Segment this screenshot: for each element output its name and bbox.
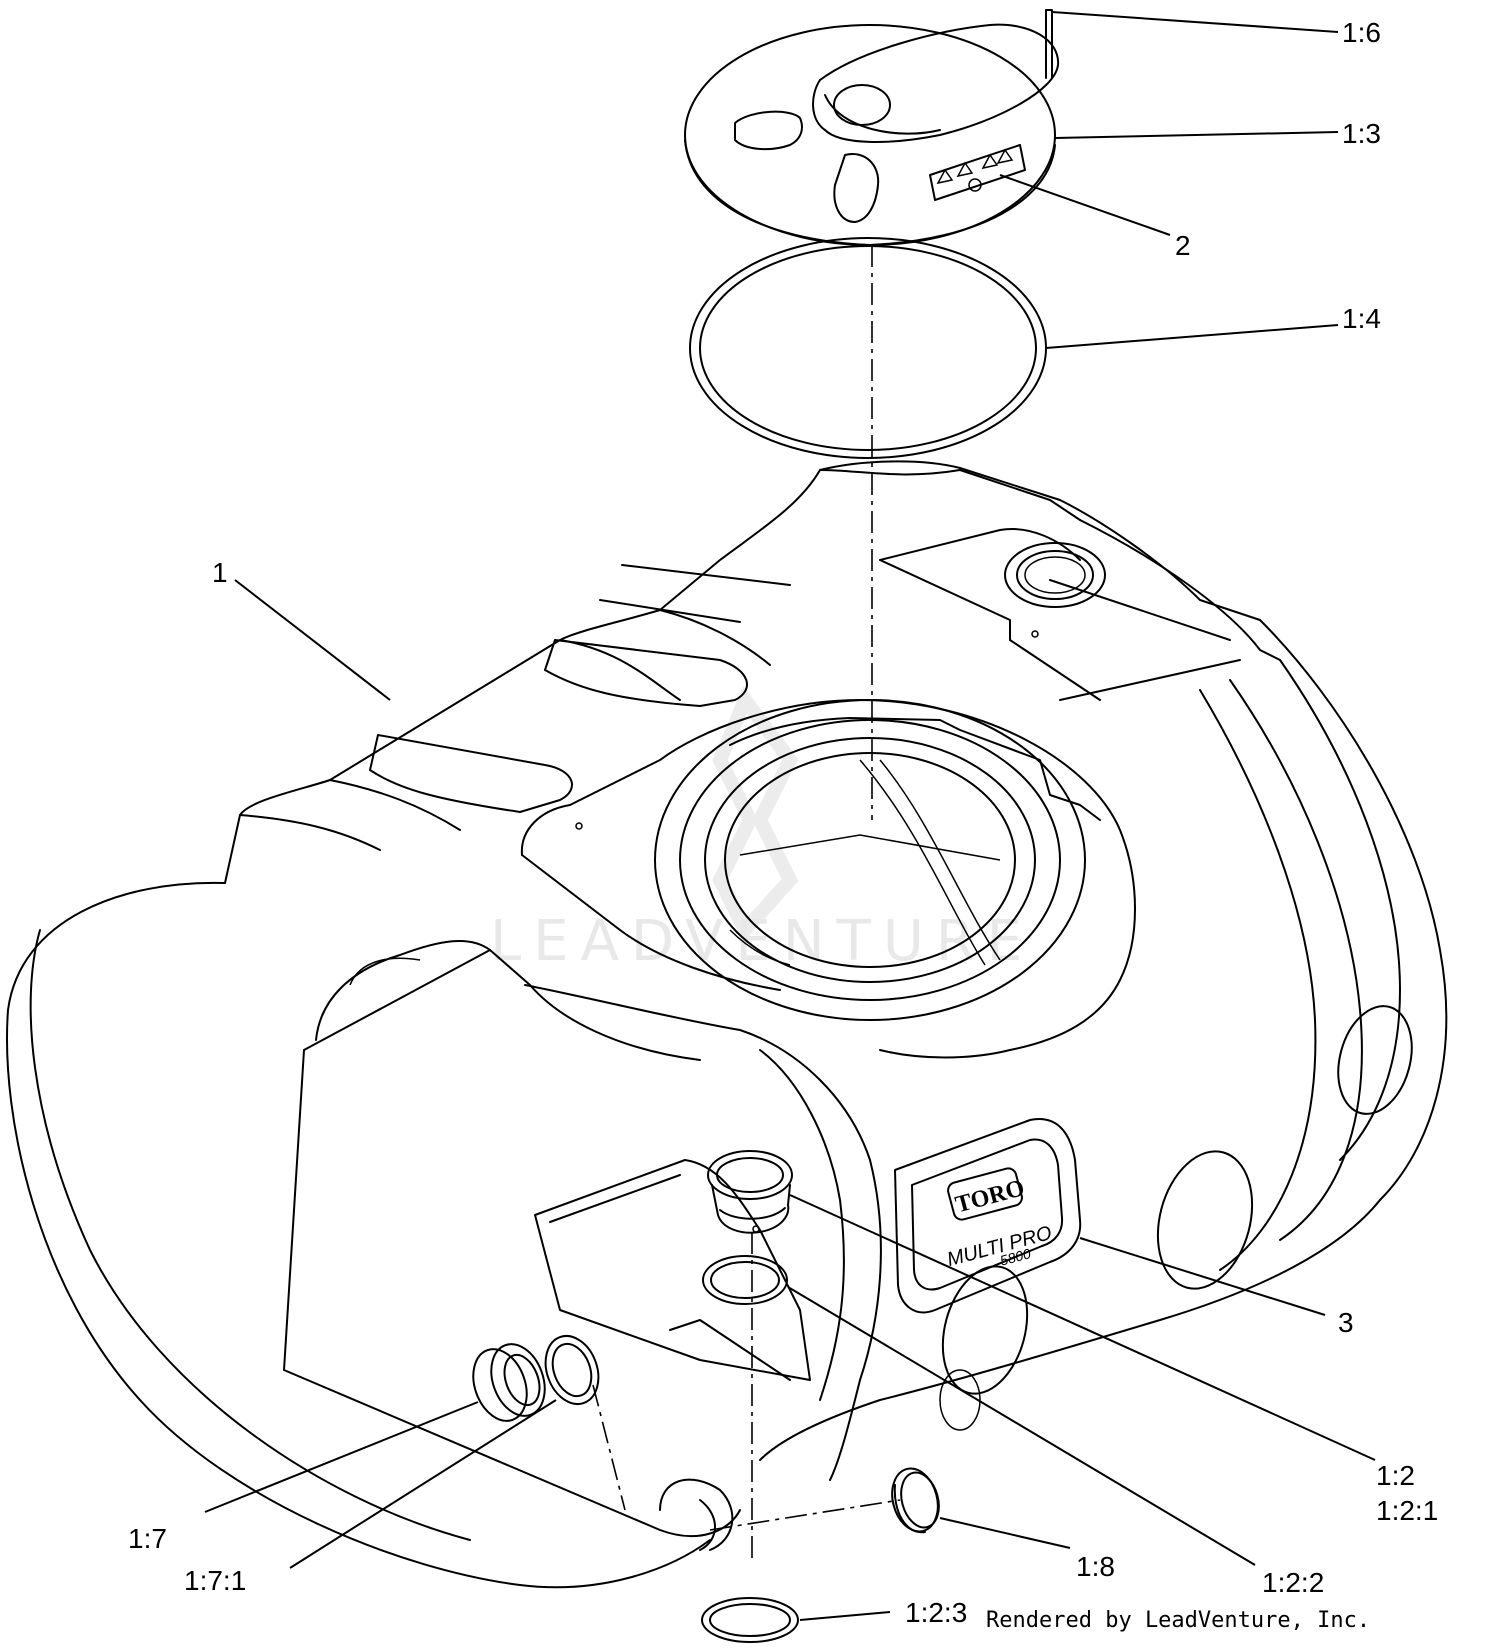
callout-1-2-2: 1:2:2 <box>1262 1567 1324 1598</box>
callout-2: 2 <box>1175 230 1191 261</box>
fitting-1-7 <box>472 1343 546 1422</box>
oring-1-2-3 <box>701 1597 799 1643</box>
gasket-ring <box>689 237 1047 459</box>
callout-1-7-1: 1:7:1 <box>184 1565 246 1596</box>
lid <box>684 23 1060 246</box>
fitting-1-8 <box>891 1467 940 1534</box>
alignment-lines <box>592 245 901 1560</box>
oring-1-2-2 <box>702 1255 788 1305</box>
watermark-text: LEADVENTURE <box>490 909 1034 974</box>
callout-1-2-1: 1:2:1 <box>1376 1495 1438 1526</box>
oring-1-7-1 <box>544 1335 600 1405</box>
callout-3: 3 <box>1338 1307 1354 1338</box>
fitting-1-2 <box>707 1150 793 1234</box>
callout-1-2: 1:2 <box>1376 1460 1415 1491</box>
model-decal: TORO MULTI PRO 5800 <box>894 1118 1082 1314</box>
callout-1: 1 <box>212 557 228 588</box>
callout-1-2-3: 1:2:3 <box>905 1597 967 1628</box>
callout-1-6: 1:6 <box>1342 17 1381 48</box>
decal-number: 5800 <box>998 1245 1032 1269</box>
callout-1-7: 1:7 <box>128 1523 167 1554</box>
rendered-by-credit: Rendered by LeadVenture, Inc. <box>986 1608 1371 1633</box>
callout-1-3: 1:3 <box>1342 118 1381 149</box>
tank-body <box>6 460 1448 1589</box>
callout-labels: 1:6 1:3 2 1:4 1 3 1:2 1:2:1 1:2:2 1:7 1:… <box>128 17 1438 1628</box>
lid-pin <box>1045 9 1053 79</box>
callout-1-4: 1:4 <box>1342 303 1381 334</box>
warning-decal <box>929 144 1026 201</box>
leader-lines <box>204 11 1376 1621</box>
watermark: LEADVENTURE <box>490 686 1034 974</box>
callout-1-8: 1:8 <box>1076 1551 1115 1582</box>
